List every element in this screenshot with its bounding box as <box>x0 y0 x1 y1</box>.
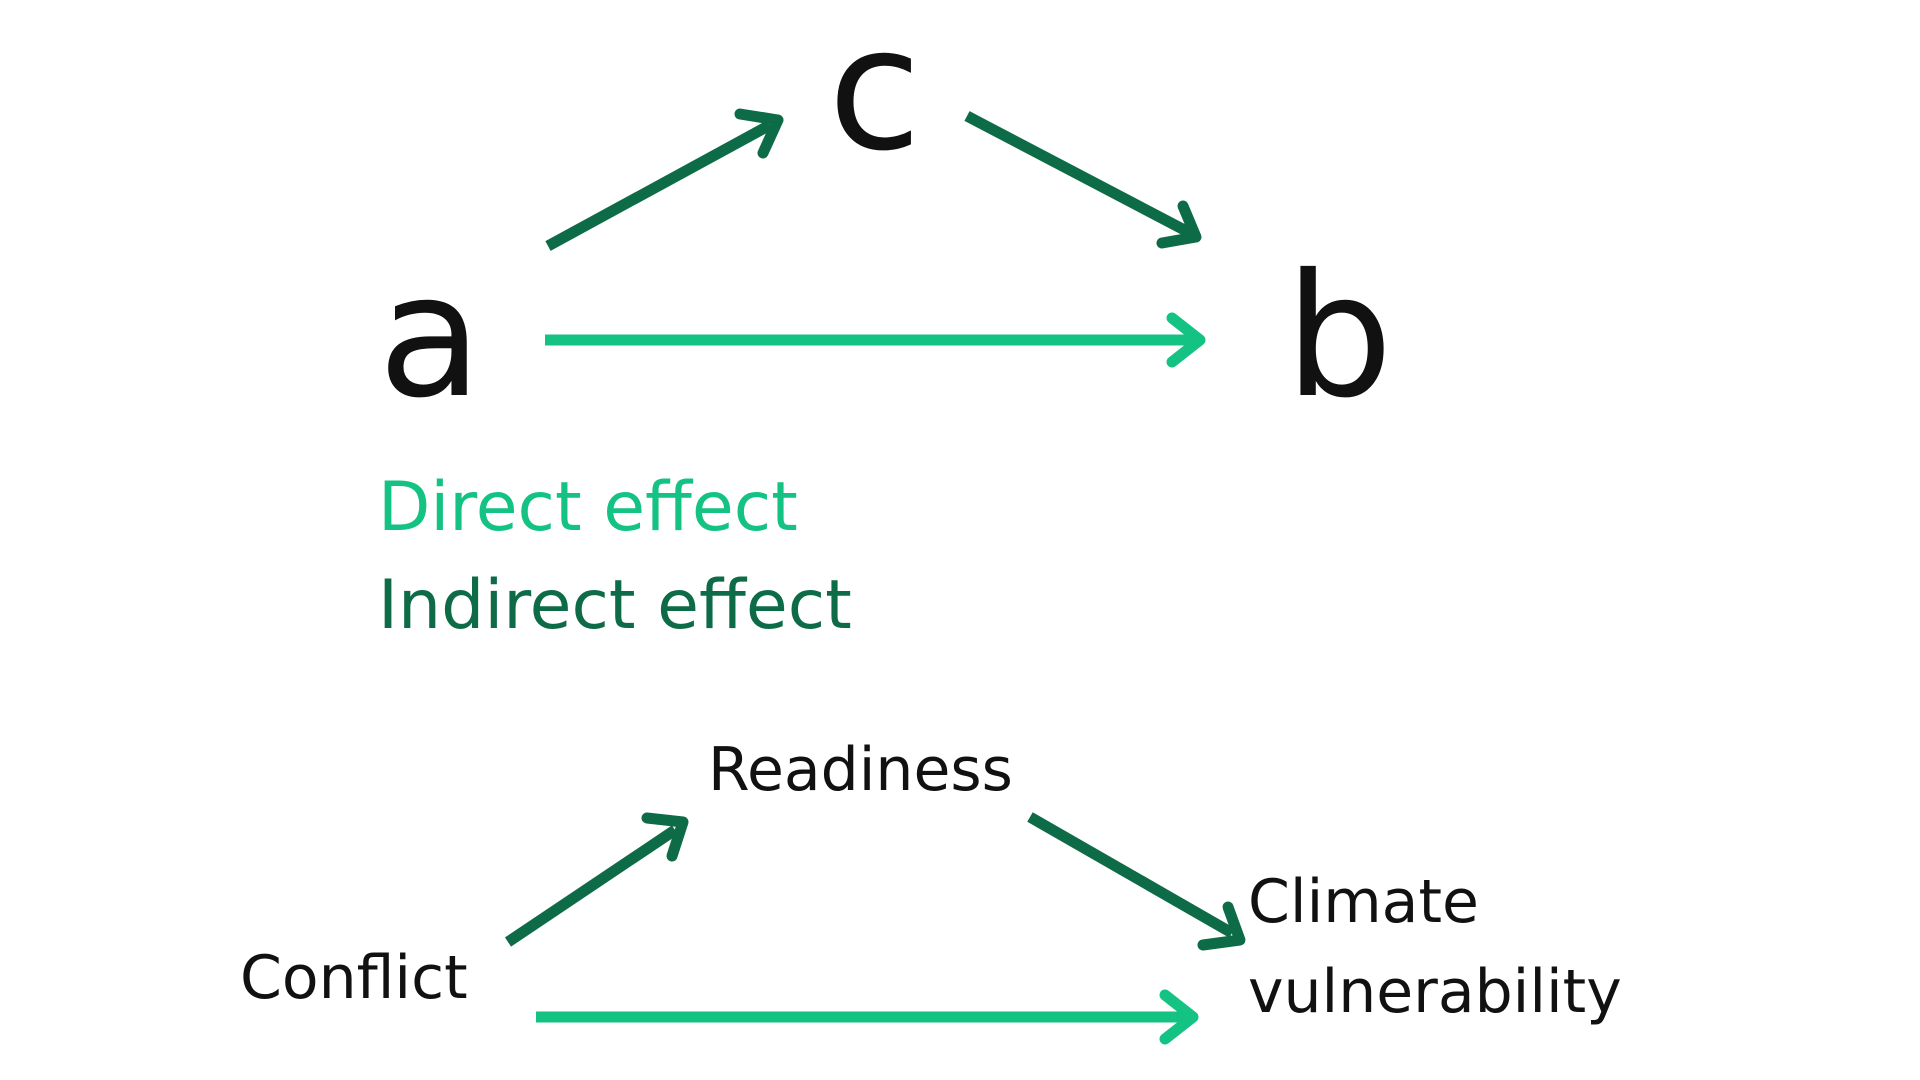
node-readiness: Readiness <box>708 735 1013 805</box>
node-c: c <box>828 0 921 189</box>
node-a: a <box>378 238 482 436</box>
arrow-conflict-to-readiness <box>504 812 689 947</box>
arrow-a-to-b <box>545 312 1206 368</box>
legend-direct-effect: Direct effect <box>378 468 798 547</box>
node-climate-line2: vulnerability <box>1248 957 1622 1027</box>
legend-indirect-effect: Indirect effect <box>378 566 852 645</box>
node-conflict: Conflict <box>240 943 468 1013</box>
arrow-readiness-to-climate <box>1027 812 1246 951</box>
arrow-conflict-to-climate <box>536 989 1199 1045</box>
node-climate-line1: Climate <box>1248 867 1479 937</box>
arrow-c-to-b <box>964 111 1202 249</box>
arrow-a-to-c <box>545 108 784 251</box>
node-b: b <box>1285 238 1393 436</box>
